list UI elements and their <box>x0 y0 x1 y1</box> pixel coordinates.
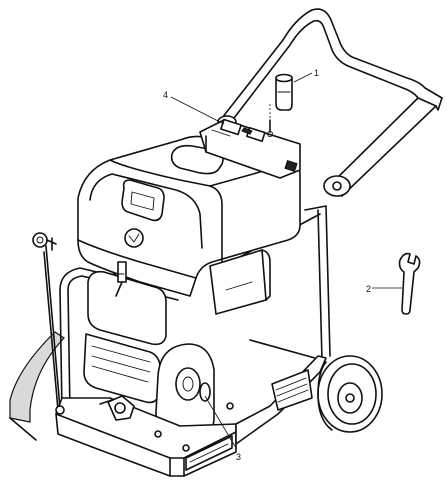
side-housing <box>209 249 271 315</box>
base-plate <box>55 355 327 477</box>
engine-cover <box>77 135 301 297</box>
depth-control <box>99 395 135 421</box>
rear-wheel <box>317 355 383 433</box>
callout-1: 1 <box>314 68 319 78</box>
blade-pulley <box>155 343 215 441</box>
callout-leaders <box>170 72 402 449</box>
control-panel <box>199 118 301 179</box>
part-2-wrench <box>398 252 421 315</box>
callout-3: 3 <box>236 452 241 462</box>
brand-logo <box>124 228 144 248</box>
callout-4: 4 <box>163 90 168 100</box>
engine-block <box>83 261 167 404</box>
pointer-arm <box>32 232 65 415</box>
part-3-flange-bolt <box>199 382 211 402</box>
part-1-grip <box>267 73 293 137</box>
blade-guard <box>9 331 65 441</box>
handle-bar <box>217 8 443 197</box>
callout-2: 2 <box>366 284 371 294</box>
